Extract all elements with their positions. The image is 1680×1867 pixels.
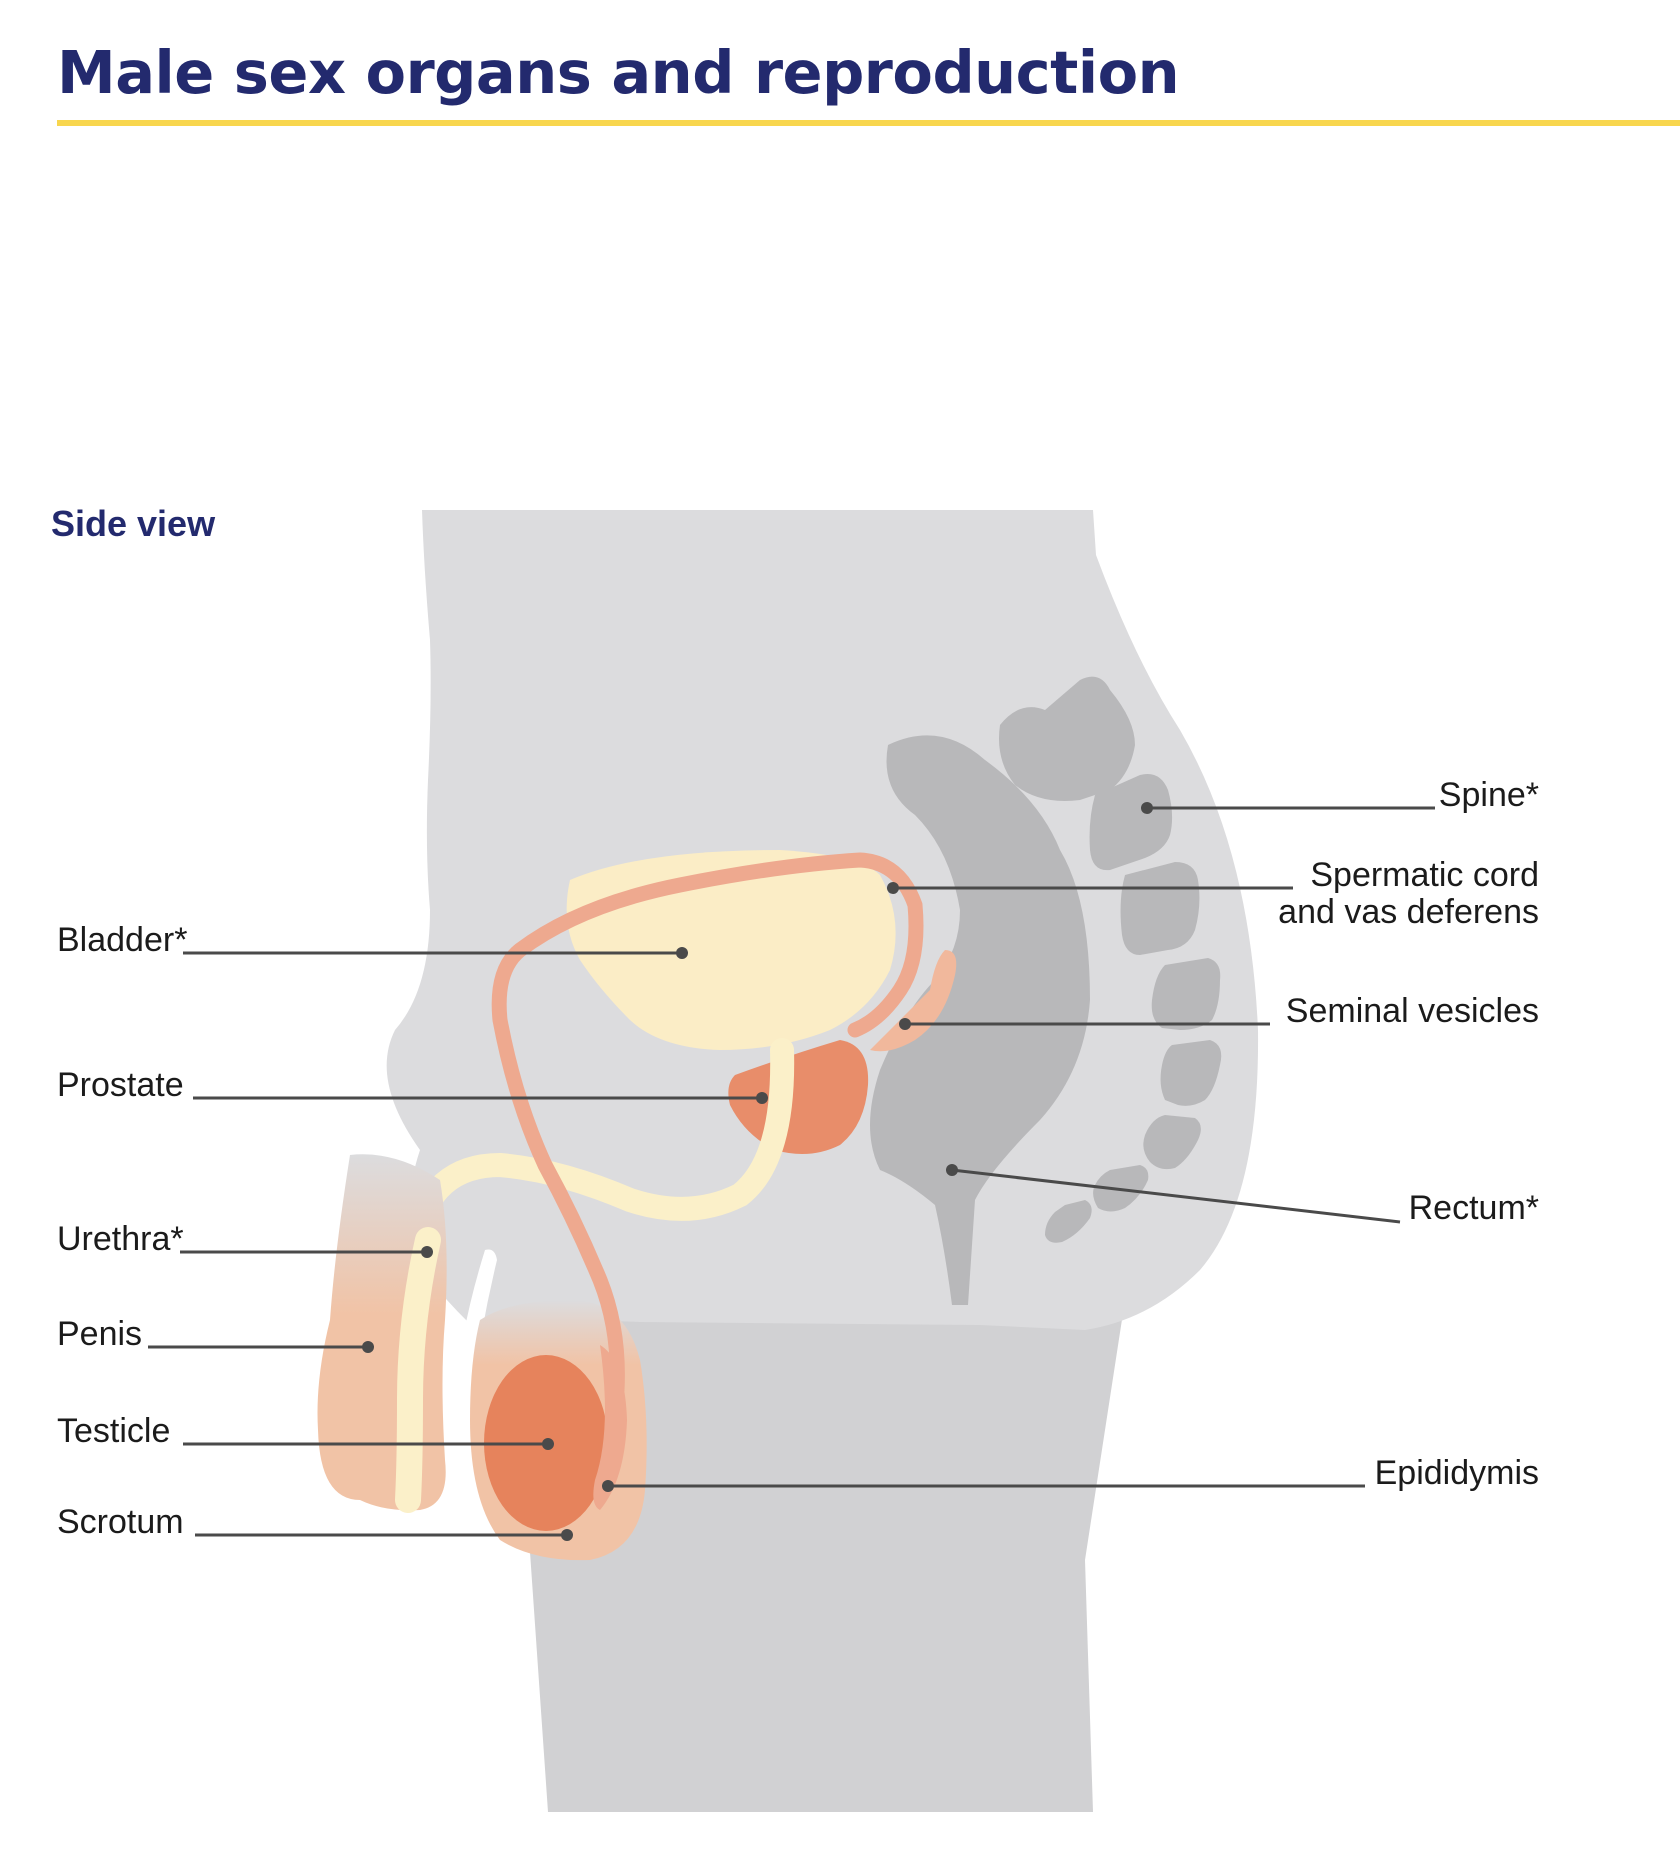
label-seminal-vesicles: Seminal vesicles (1285, 992, 1539, 1030)
dot-spine (1141, 802, 1153, 814)
label-spermatic-cord-line2: and vas deferens (1278, 892, 1539, 931)
dot-testicle (542, 1438, 554, 1450)
prostate-shape (728, 1040, 869, 1154)
dot-spermatic-cord (887, 882, 899, 894)
label-scrotum: Scrotum (57, 1503, 184, 1541)
spine-bones (999, 676, 1222, 1243)
label-spermatic-cord: Spermatic cord and vas deferens (1278, 857, 1539, 930)
label-bladder: Bladder* (57, 921, 188, 959)
dot-scrotum (561, 1529, 573, 1541)
label-epididymis: Epididymis (1374, 1454, 1539, 1492)
penis-gap (455, 1249, 497, 1400)
label-penis: Penis (57, 1315, 143, 1353)
dot-prostate (756, 1092, 768, 1104)
dot-bladder (676, 947, 688, 959)
page-title: Male sex organs and reproduction (57, 38, 1180, 107)
title-underline (57, 120, 1680, 126)
label-prostate: Prostate (57, 1066, 184, 1104)
leader-rectum (951, 1168, 1401, 1224)
penis-shape (317, 1154, 447, 1511)
vas-deferens-tube (491, 852, 924, 1398)
label-urethra: Urethra* (57, 1220, 184, 1258)
leader-dots (362, 802, 1153, 1541)
dot-urethra (421, 1246, 433, 1258)
dot-rectum (946, 1164, 958, 1176)
view-label: Side view (51, 503, 216, 544)
dot-epididymis (602, 1480, 614, 1492)
epididymis-shape (593, 1345, 627, 1510)
bladder-shape (566, 850, 896, 1050)
leader-lines (148, 806, 1435, 1537)
label-spermatic-cord-line1: Spermatic cord (1310, 856, 1539, 894)
lower-body-silhouette (525, 1300, 1125, 1812)
label-rectum: Rectum* (1408, 1189, 1539, 1227)
label-testicle: Testicle (57, 1412, 171, 1450)
seminal-vesicles-shape (870, 950, 957, 1052)
urethra-in-penis (395, 1227, 441, 1513)
label-spine: Spine* (1438, 776, 1539, 814)
dot-seminal-vesicles (899, 1018, 911, 1030)
rectum-shape (870, 735, 1090, 1305)
dot-penis (362, 1341, 374, 1353)
